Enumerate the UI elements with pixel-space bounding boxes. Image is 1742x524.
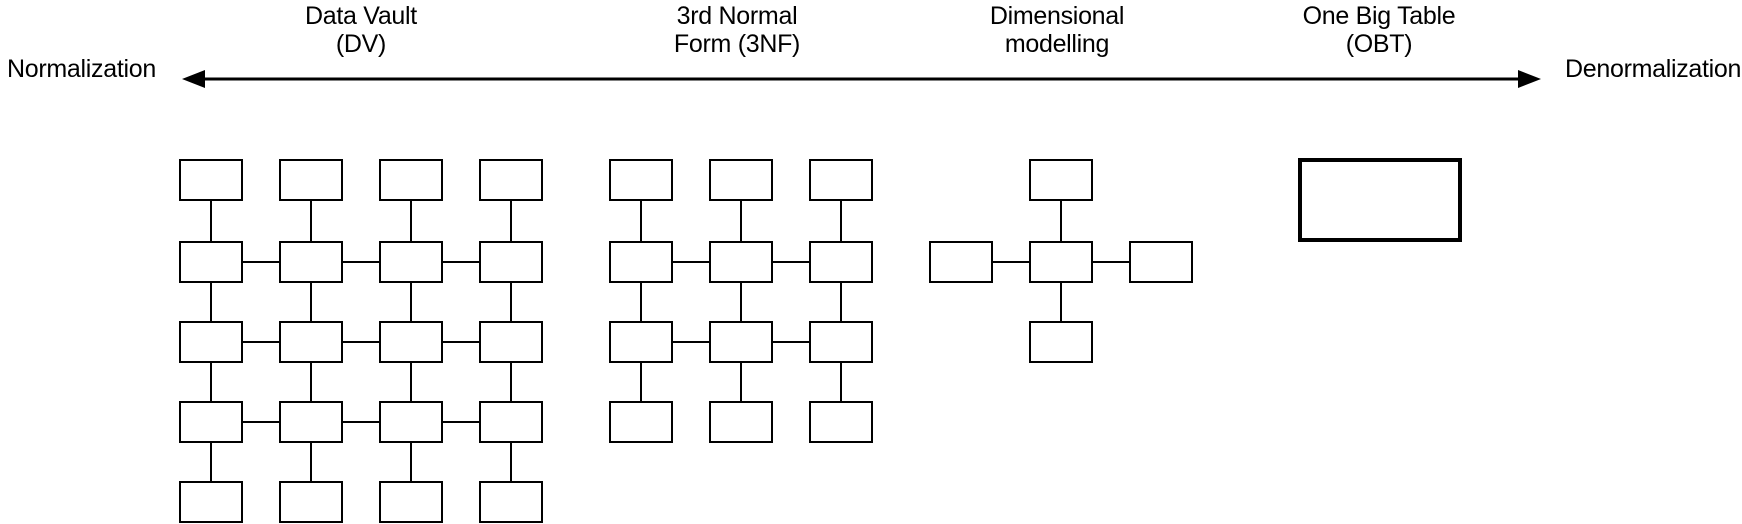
table-box: [1029, 241, 1093, 283]
table-box: [279, 241, 343, 283]
table-box: [479, 321, 543, 363]
table-box: [279, 401, 343, 443]
category-label-data-vault: Data Vault (DV): [305, 2, 417, 58]
table-box: [709, 401, 773, 443]
table-box: [809, 401, 873, 443]
table-box: [809, 241, 873, 283]
table-box: [179, 401, 243, 443]
spectrum-arrow: [182, 70, 1541, 88]
table-box: [179, 481, 243, 523]
table-box: [709, 241, 773, 283]
table-box: [929, 241, 993, 283]
table-box: [379, 241, 443, 283]
table-box: [279, 481, 343, 523]
category-data-vault-line2: (DV): [335, 30, 387, 58]
data-vault-schema: [179, 159, 543, 523]
category-3nf-line1: 3rd Normal: [676, 2, 798, 30]
table-box: [379, 401, 443, 443]
table-box: [479, 401, 543, 443]
category-obt-line1: One Big Table: [1302, 2, 1456, 30]
table-box: [609, 159, 673, 201]
category-3nf-line2: Form (3NF): [673, 30, 801, 58]
arrowhead-right-icon: [1518, 70, 1541, 88]
table-box: [379, 321, 443, 363]
dimensional-star-schema: [929, 159, 1193, 363]
table-box: [709, 159, 773, 201]
table-box: [279, 159, 343, 201]
category-label-3nf: 3rd Normal Form (3NF): [674, 2, 800, 58]
one-big-table-schema: [1298, 158, 1462, 242]
third-normal-form-schema: [609, 159, 873, 443]
table-box: [379, 481, 443, 523]
category-dimensional-line2: modelling: [1004, 30, 1110, 58]
table-box: [1029, 321, 1093, 363]
category-label-obt: One Big Table (OBT): [1303, 2, 1456, 58]
table-box: [179, 159, 243, 201]
table-box: [179, 321, 243, 363]
table-box: [609, 401, 673, 443]
table-box: [479, 481, 543, 523]
table-box: [479, 159, 543, 201]
category-obt-line2: (OBT): [1345, 30, 1413, 58]
axis-right-label: Denormalization: [1565, 55, 1742, 83]
table-box: [809, 321, 873, 363]
table-box: [179, 241, 243, 283]
arrowhead-left-icon: [182, 70, 205, 88]
axis-left-label: Normalization: [7, 55, 156, 83]
table-box: [609, 321, 673, 363]
table-box: [1029, 159, 1093, 201]
table-box: [809, 159, 873, 201]
table-box: [609, 241, 673, 283]
table-box: [709, 321, 773, 363]
category-label-dimensional: Dimensional modelling: [989, 2, 1125, 58]
table-box: [1298, 158, 1462, 242]
table-box: [1129, 241, 1193, 283]
category-dimensional-line1: Dimensional: [989, 2, 1125, 30]
table-box: [279, 321, 343, 363]
table-box: [479, 241, 543, 283]
category-data-vault-line1: Data Vault: [305, 2, 417, 30]
table-box: [379, 159, 443, 201]
